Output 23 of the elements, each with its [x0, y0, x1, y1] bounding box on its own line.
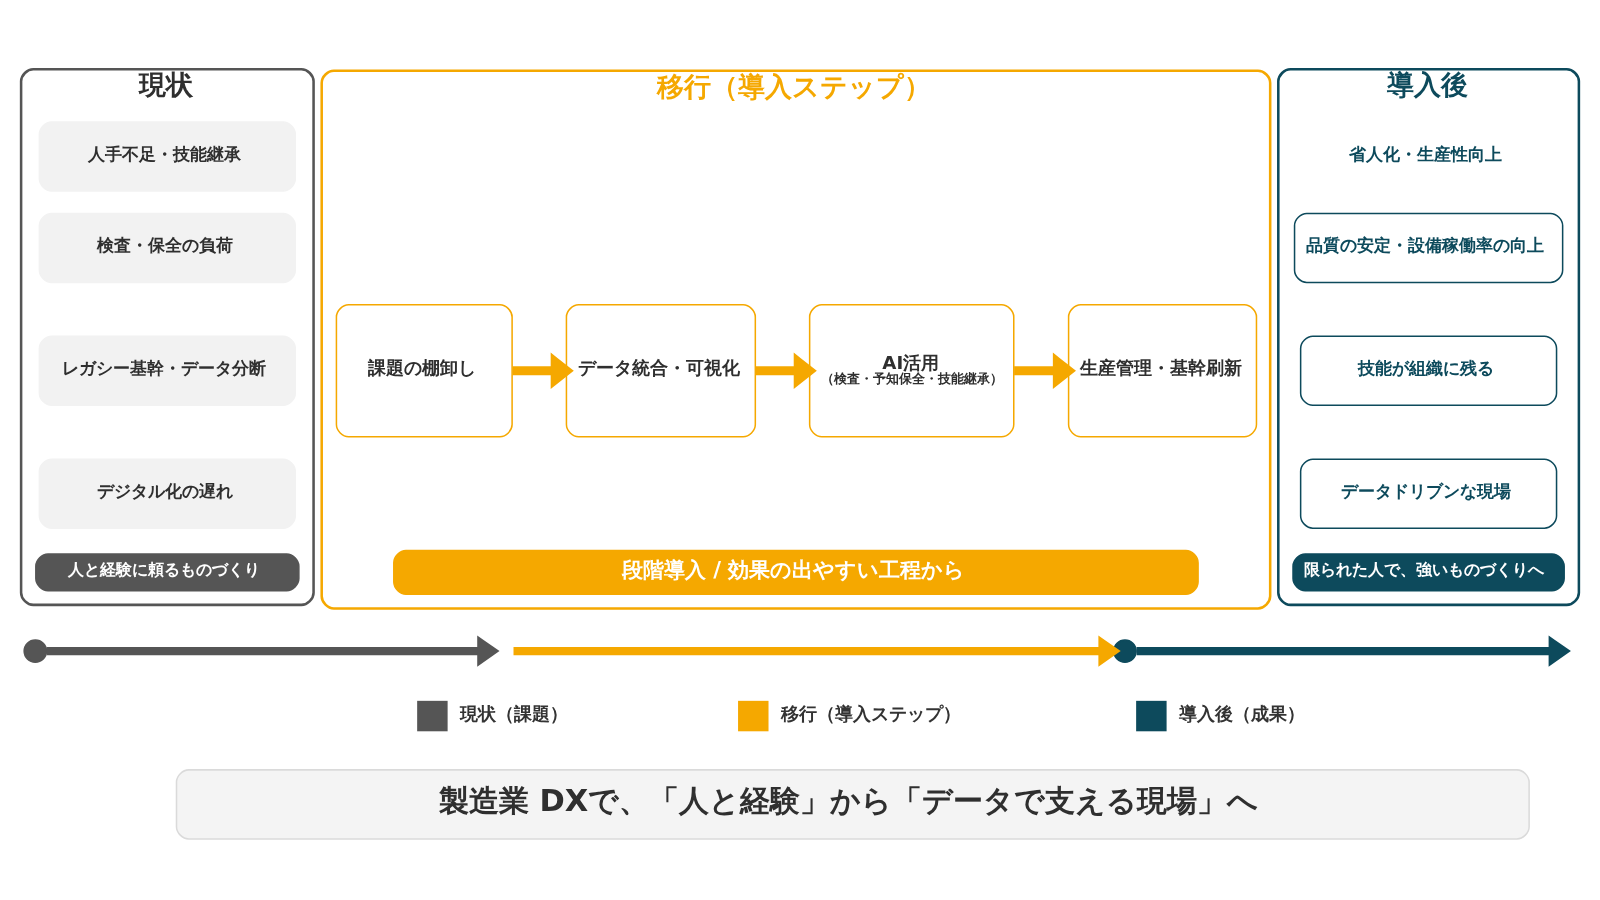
- legend-label: 移行（導入ステップ）: [780, 702, 961, 724]
- arrow: [512, 352, 574, 389]
- arrow: [755, 352, 817, 389]
- node-box: AI活用 （検査・予知保全・技能継承）: [808, 304, 1015, 438]
- node-box: 技能が組織に残る: [1299, 335, 1558, 407]
- node-circle: [23, 639, 48, 663]
- node-box: 人と経験に頼るものづくり: [35, 553, 300, 592]
- node-box: 製造業 DXで、「人と経験」から「データで支える現場」へ: [175, 769, 1530, 840]
- node-box: データドリブンな現場: [1299, 458, 1558, 529]
- node-box: 品質の安定・設備稼働率の向上: [1293, 212, 1564, 284]
- arrow: [46, 635, 500, 667]
- node-box: 限られた人で、強いものづくりへ: [1292, 553, 1565, 592]
- node-box: データ統合・可視化: [565, 304, 757, 438]
- node-box: 課題の棚卸し: [335, 304, 513, 438]
- node-box: 段階導入 / 効果の出やすい工程から: [393, 549, 1199, 595]
- legend-label: 現状（課題）: [459, 702, 568, 724]
- node-text: 省人化・生産性向上: [1349, 143, 1503, 164]
- arrow: [1136, 635, 1571, 667]
- legend-label: 導入後（成果）: [1178, 702, 1305, 724]
- arrow: [513, 635, 1121, 667]
- node-circle: [1113, 639, 1137, 663]
- arrow: [1014, 352, 1076, 389]
- node-box: 生産管理・基幹刷新: [1067, 304, 1258, 438]
